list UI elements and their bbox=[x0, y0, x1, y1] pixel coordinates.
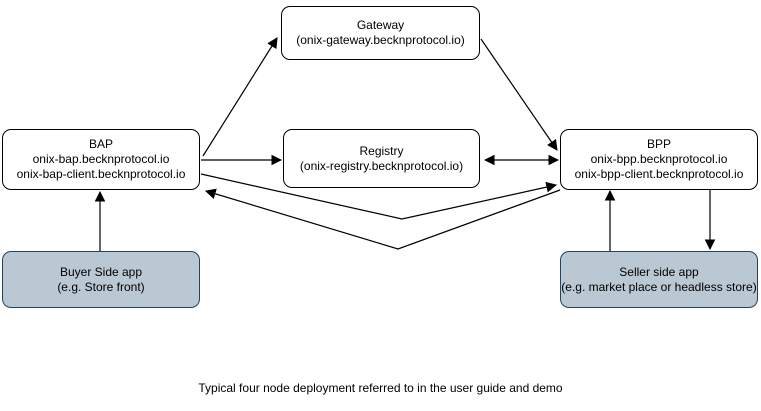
node-registry: Registry (onix-registry.becknprotocol.io… bbox=[283, 129, 480, 188]
node-bpp-client-url: onix-bpp-client.becknprotocol.io bbox=[574, 167, 744, 181]
edge-bpp-to-bap bbox=[204, 188, 561, 250]
node-buyer-app-title: Buyer Side app bbox=[59, 264, 143, 279]
edge-bap-to-gateway bbox=[202, 37, 278, 157]
node-seller-app-title: Seller side app bbox=[619, 264, 699, 279]
diagram-caption: Typical four node deployment referred to… bbox=[198, 381, 563, 395]
node-seller-app-example: (e.g. market place or headless store) bbox=[561, 279, 757, 294]
node-bap-title: BAP bbox=[88, 137, 113, 151]
node-bap-client-url: onix-bap-client.becknprotocol.io bbox=[16, 167, 186, 181]
edge-bap-to-bpp bbox=[200, 173, 558, 220]
node-gateway: Gateway (onix-gateway.becknprotocol.io) bbox=[281, 6, 480, 60]
node-buyer-app-example: (e.g. Store front) bbox=[57, 279, 145, 294]
node-bpp: BPP onix-bpp.becknprotocol.io onix-bpp-c… bbox=[560, 129, 758, 190]
node-registry-url: (onix-registry.becknprotocol.io) bbox=[299, 158, 464, 173]
node-registry-title: Registry bbox=[359, 143, 404, 158]
node-bpp-url: onix-bpp.becknprotocol.io bbox=[590, 152, 728, 166]
node-bpp-title: BPP bbox=[646, 137, 671, 151]
node-bap-url: onix-bap.becknprotocol.io bbox=[32, 152, 170, 166]
node-seller-side-app: Seller side app (e.g. market place or he… bbox=[560, 251, 758, 308]
node-gateway-url: (onix-gateway.becknprotocol.io) bbox=[296, 33, 465, 47]
node-bap: BAP onix-bap.becknprotocol.io onix-bap-c… bbox=[2, 129, 200, 190]
edge-gateway-to-bpp bbox=[480, 38, 558, 151]
node-buyer-side-app: Buyer Side app (e.g. Store front) bbox=[2, 251, 200, 308]
node-gateway-title: Gateway bbox=[356, 18, 405, 32]
